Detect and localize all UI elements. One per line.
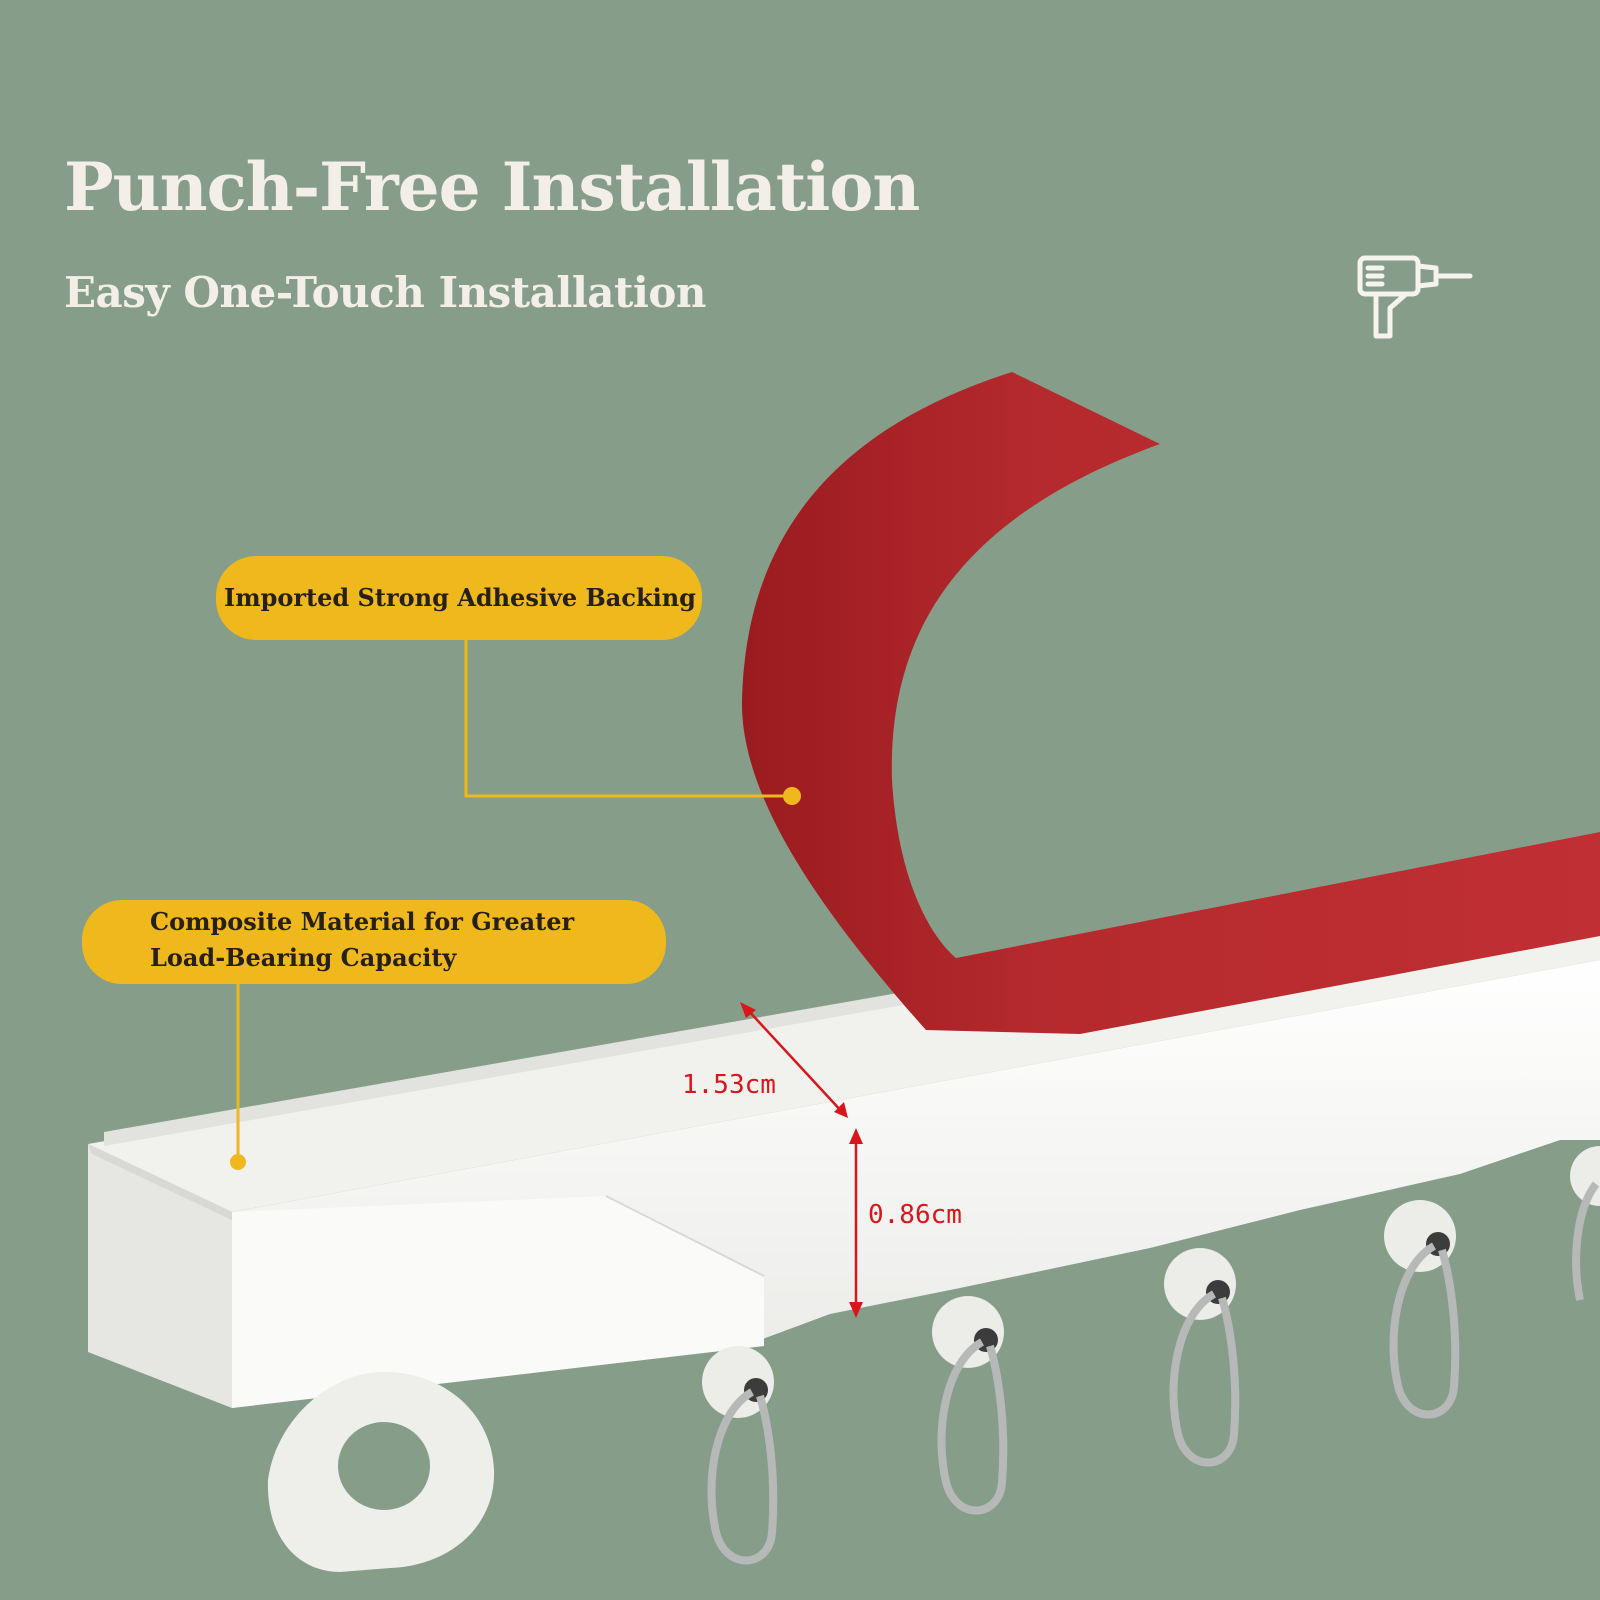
width-dimension-label: 1.53cm (682, 1070, 776, 1100)
page-title: Punch-Free Installation (64, 148, 920, 226)
hook-runner (1164, 1248, 1240, 1467)
hook-runner (932, 1296, 1008, 1515)
adhesive-callout: Imported Strong Adhesive Backing (216, 556, 702, 640)
drill-icon (1357, 255, 1473, 339)
rail-end-cap (88, 1144, 232, 1408)
end-roller (267, 1371, 495, 1572)
callout-1-leader (464, 640, 792, 798)
width-dimension-arrow (740, 1002, 848, 1118)
material-callout: Composite Material for Greater Load-Bear… (82, 900, 666, 984)
page-subtitle: Easy One-Touch Installation (64, 268, 706, 317)
callout-1-marker (783, 787, 801, 805)
material-callout-text: Composite Material for Greater Load-Bear… (150, 907, 575, 972)
callout-2-marker (230, 1154, 246, 1170)
height-dimension-label: 0.86cm (868, 1200, 962, 1230)
hook-runner (1384, 1200, 1460, 1419)
height-dimension-arrow (849, 1128, 863, 1318)
adhesive-tape (741, 372, 1600, 1034)
hook-runner (1570, 1146, 1600, 1301)
adhesive-callout-text: Imported Strong Adhesive Backing (224, 583, 696, 612)
hook-runner (702, 1346, 778, 1565)
